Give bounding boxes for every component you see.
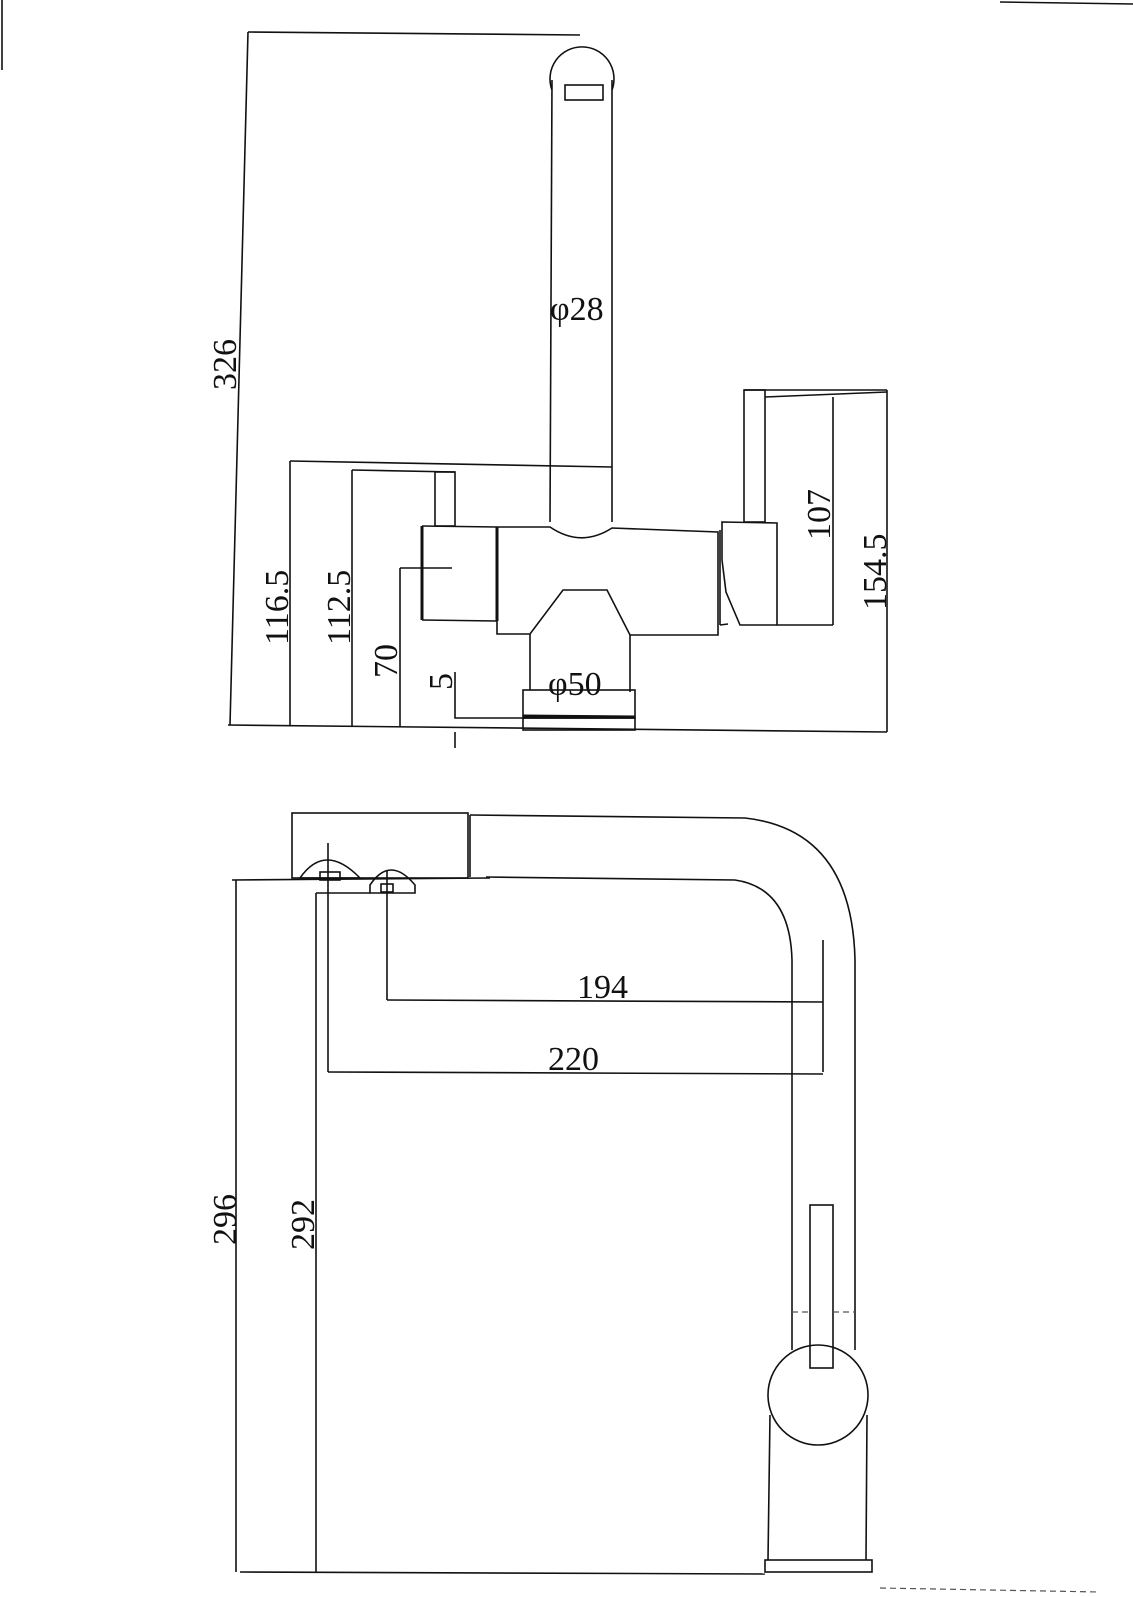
- base: [522, 634, 636, 731]
- right-handle: [721, 389, 778, 626]
- dim-220: 220: [327, 843, 824, 1078]
- dim-107: 107: [764, 391, 888, 626]
- svg-text:112.5: 112.5: [321, 570, 358, 645]
- spout-diameter-label: φ28: [550, 291, 604, 328]
- dim-292: 292: [285, 893, 322, 1572]
- top-view: 326 φ28 116.5 112.5 70 5 φ50 107: [207, 31, 894, 748]
- svg-text:116.5: 116.5: [259, 570, 296, 645]
- mount-nuts: [231, 859, 491, 894]
- dim-5: 5: [423, 672, 525, 719]
- dim-112-5: 112.5: [321, 469, 456, 727]
- spout-arc: [469, 814, 856, 1350]
- dim-116-5: 116.5: [259, 460, 613, 725]
- page-edge: [999, 1, 1133, 5]
- dim-label: 326: [207, 339, 244, 390]
- svg-text:154.5: 154.5: [857, 534, 894, 611]
- dim-154-5: 154.5: [744, 389, 894, 732]
- svg-text:296: 296: [207, 1194, 244, 1245]
- dim-194: 194: [386, 870, 824, 1072]
- svg-text:107: 107: [801, 489, 838, 540]
- side-view: 296 292 194 220: [207, 812, 1101, 1593]
- valve-body: [420, 525, 729, 636]
- valve-block: [291, 812, 469, 879]
- dim-70: 70: [368, 567, 452, 727]
- svg-text:220: 220: [548, 1041, 599, 1078]
- svg-text:292: 292: [285, 1199, 322, 1250]
- svg-text:5: 5: [423, 673, 460, 690]
- dim-296: 296: [207, 880, 244, 1572]
- svg-text:194: 194: [577, 969, 628, 1006]
- base-diameter-label: φ50: [548, 666, 602, 703]
- baseline: [227, 724, 888, 733]
- spout: [549, 46, 615, 523]
- side-handle: [764, 1204, 873, 1573]
- dim-326: 326: [207, 31, 581, 726]
- side-baseline: [239, 1571, 766, 1575]
- left-handle: [434, 471, 456, 527]
- svg-text:70: 70: [368, 644, 405, 678]
